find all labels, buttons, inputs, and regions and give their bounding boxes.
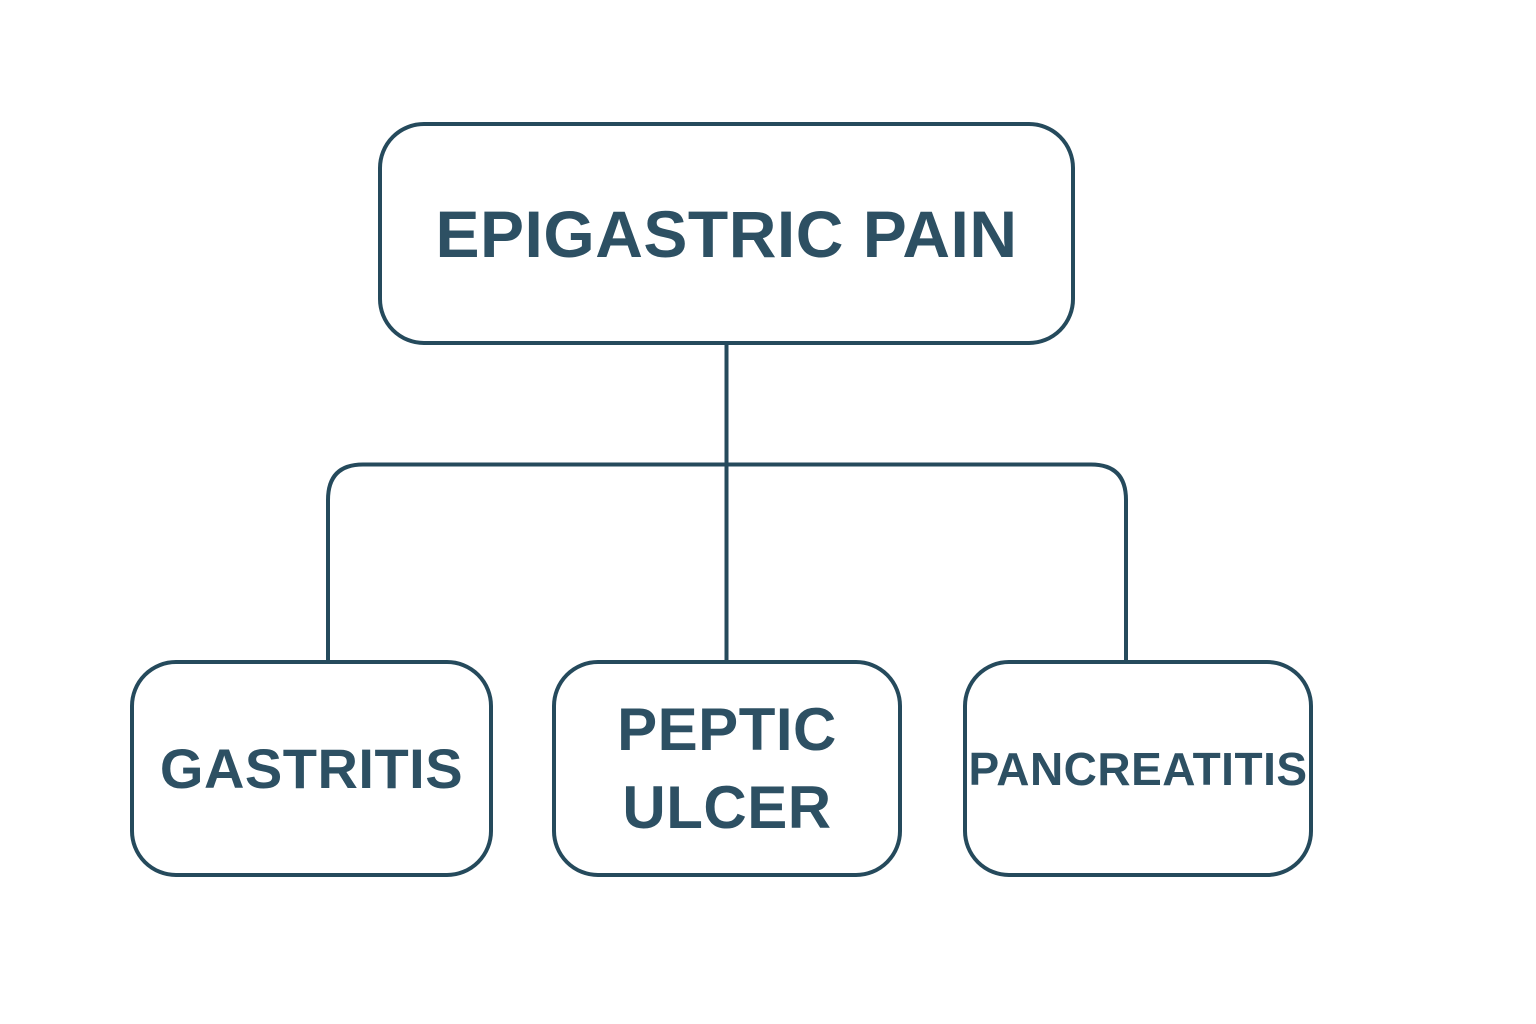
node-peptic-ulcer-label: PEPTIC ULCER [617,695,837,841]
node-pancreatitis: PANCREATITIS [963,660,1313,877]
node-pancreatitis-label: PANCREATITIS [968,742,1308,795]
node-gastritis-label: GASTRITIS [159,737,464,800]
node-epigastric-pain: EPIGASTRIC PAIN [378,122,1075,345]
node-epigastric-pain-label: EPIGASTRIC PAIN [435,196,1018,271]
node-gastritis: GASTRITIS [130,660,493,877]
connector-rail [326,462,1128,662]
node-peptic-ulcer: PEPTIC ULCER [552,660,902,877]
